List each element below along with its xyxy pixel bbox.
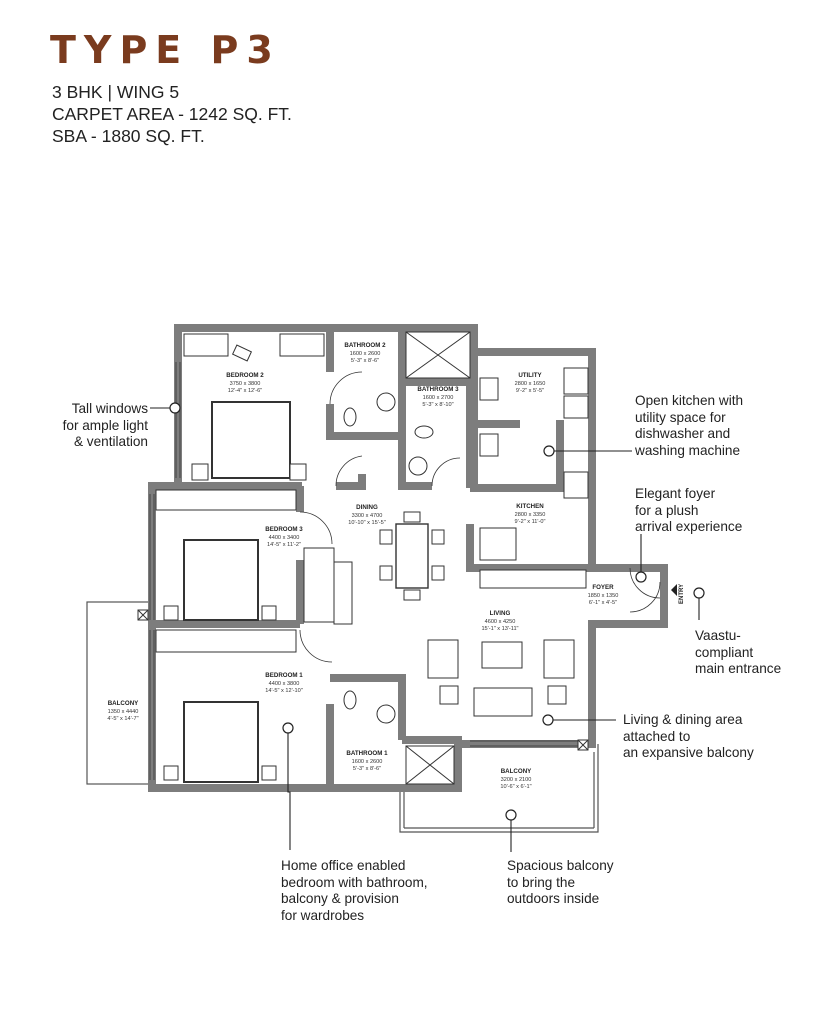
bottom-balcony-outline: [399, 744, 599, 833]
room-label-bathroom3: BATHROOM 3: [417, 386, 459, 393]
marker-kitchen: [543, 445, 555, 457]
svg-text:15'-1" x 13'-11": 15'-1" x 13'-11": [481, 626, 518, 632]
svg-text:14'-5" x 11'-2": 14'-5" x 11'-2": [267, 542, 301, 548]
svg-text:4600 x 4250: 4600 x 4250: [485, 619, 516, 625]
svg-text:1600 x 2600: 1600 x 2600: [350, 351, 381, 357]
unit-specs: 3 BHK | WING 5 CARPET AREA - 1242 SQ. FT…: [52, 81, 292, 147]
svg-text:12'-4" x 12'-6": 12'-4" x 12'-6": [228, 388, 262, 394]
svg-text:1350 x 4440: 1350 x 4440: [108, 709, 139, 715]
room-label-kitchen: KITCHEN: [516, 503, 544, 510]
coffee-table: [481, 641, 523, 669]
svg-text:3750 x 3800: 3750 x 3800: [230, 381, 261, 387]
toilet: [343, 407, 357, 427]
leader-lines: [150, 407, 700, 852]
svg-text:1600 x 2600: 1600 x 2600: [352, 759, 383, 765]
spec-carpet-area: CARPET AREA - 1242 SQ. FT.: [52, 104, 292, 124]
callout-kitchen: Open kitchen with utility space for dish…: [635, 393, 744, 458]
svg-text:3200 x 2100: 3200 x 2100: [501, 777, 532, 783]
room-label-bedroom1: BEDROOM 1: [265, 672, 303, 679]
svg-text:1850 x 1350: 1850 x 1350: [588, 593, 619, 599]
room-label-bedroom2: BEDROOM 2: [226, 372, 264, 379]
room-label-balcony-bottom: BALCONY: [501, 768, 532, 775]
wardrobe: [183, 333, 229, 357]
room-label-bedroom3: BEDROOM 3: [265, 526, 303, 533]
room-label-living: LIVING: [490, 610, 511, 617]
spec-config: 3 BHK | WING 5: [52, 82, 180, 102]
marker-entrance: [693, 587, 705, 599]
entry-arrow-icon: [671, 584, 677, 596]
svg-text:10'-6" x 6'-1": 10'-6" x 6'-1": [500, 784, 531, 790]
marker-foyer: [635, 571, 647, 583]
svg-text:9'-2" x 11'-0": 9'-2" x 11'-0": [515, 519, 546, 525]
washing-machine: [563, 367, 589, 395]
room-label-balcony-left: BALCONY: [108, 700, 139, 707]
svg-text:2800 x 3350: 2800 x 3350: [515, 512, 546, 518]
svg-text:10'-10" x 15'-5": 10'-10" x 15'-5": [348, 520, 386, 526]
svg-text:1600 x 2700: 1600 x 2700: [423, 395, 454, 401]
callout-windows: Tall windows for ample light & ventilati…: [62, 401, 148, 449]
chair: [231, 344, 253, 362]
callout-office: Home office enabled bedroom with bathroo…: [281, 858, 428, 923]
dining-table: [395, 523, 429, 589]
svg-text:5'-3" x 8'-6": 5'-3" x 8'-6": [351, 358, 379, 364]
sofa: [473, 687, 533, 717]
svg-text:5'-3" x 8'-10": 5'-3" x 8'-10": [422, 402, 453, 408]
exterior-wall: [148, 324, 668, 792]
room-label-bathroom2: BATHROOM 2: [344, 342, 386, 349]
washbasin: [376, 392, 396, 412]
callout-foyer: Elegant foyer for a plush arrival experi…: [635, 486, 743, 534]
room-label-bathroom1: BATHROOM 1: [346, 750, 388, 757]
room-label-foyer: FOYER: [592, 584, 614, 591]
svg-text:5'-3" x 8'-6": 5'-3" x 8'-6": [353, 766, 381, 772]
leader-dots: [169, 402, 705, 821]
walls: [148, 324, 668, 792]
svg-text:4400 x 3800: 4400 x 3800: [269, 681, 300, 687]
marker-living: [542, 714, 554, 726]
hob: [563, 471, 589, 499]
bed: [211, 401, 291, 479]
svg-text:4400 x 3400: 4400 x 3400: [269, 535, 300, 541]
marker-bedroom1: [282, 722, 294, 734]
marker-windows: [169, 402, 181, 414]
windows: [149, 362, 586, 780]
spec-sba: SBA - 1880 SQ. FT.: [52, 126, 205, 146]
left-balcony-outline: [86, 601, 152, 785]
room-label-utility: UTILITY: [518, 372, 542, 379]
sink: [479, 377, 499, 401]
svg-text:6'-1" x 4'-5": 6'-1" x 4'-5": [589, 600, 617, 606]
entry-label: ENTRY: [679, 584, 685, 604]
page-title: TYPE P3: [50, 28, 281, 72]
svg-text:2800 x 1650: 2800 x 1650: [515, 381, 546, 387]
furniture: [137, 331, 589, 785]
svg-text:3300 x 4700: 3300 x 4700: [352, 513, 383, 519]
room-labels: BEDROOM 2 3750 x 3800 12'-4" x 12'-6" BA…: [107, 342, 685, 790]
callout-living: Living & dining area attached to an expa…: [623, 712, 754, 760]
svg-text:9'-2" x 5'-5": 9'-2" x 5'-5": [516, 388, 544, 394]
callout-balcony: Spacious balcony to bring the outdoors i…: [507, 858, 614, 906]
svg-text:14'-5" x 12'-10": 14'-5" x 12'-10": [265, 688, 303, 694]
door-swings: [299, 371, 661, 663]
armchair: [427, 639, 459, 679]
callout-entrance: Vaastu- compliant main entrance: [695, 628, 782, 676]
room-label-dining: DINING: [356, 504, 378, 511]
svg-text:4'-5" x 14'-7": 4'-5" x 14'-7": [107, 716, 138, 722]
refrigerator: [479, 527, 517, 561]
tv-unit: [303, 547, 335, 623]
marker-balcony: [505, 809, 517, 821]
